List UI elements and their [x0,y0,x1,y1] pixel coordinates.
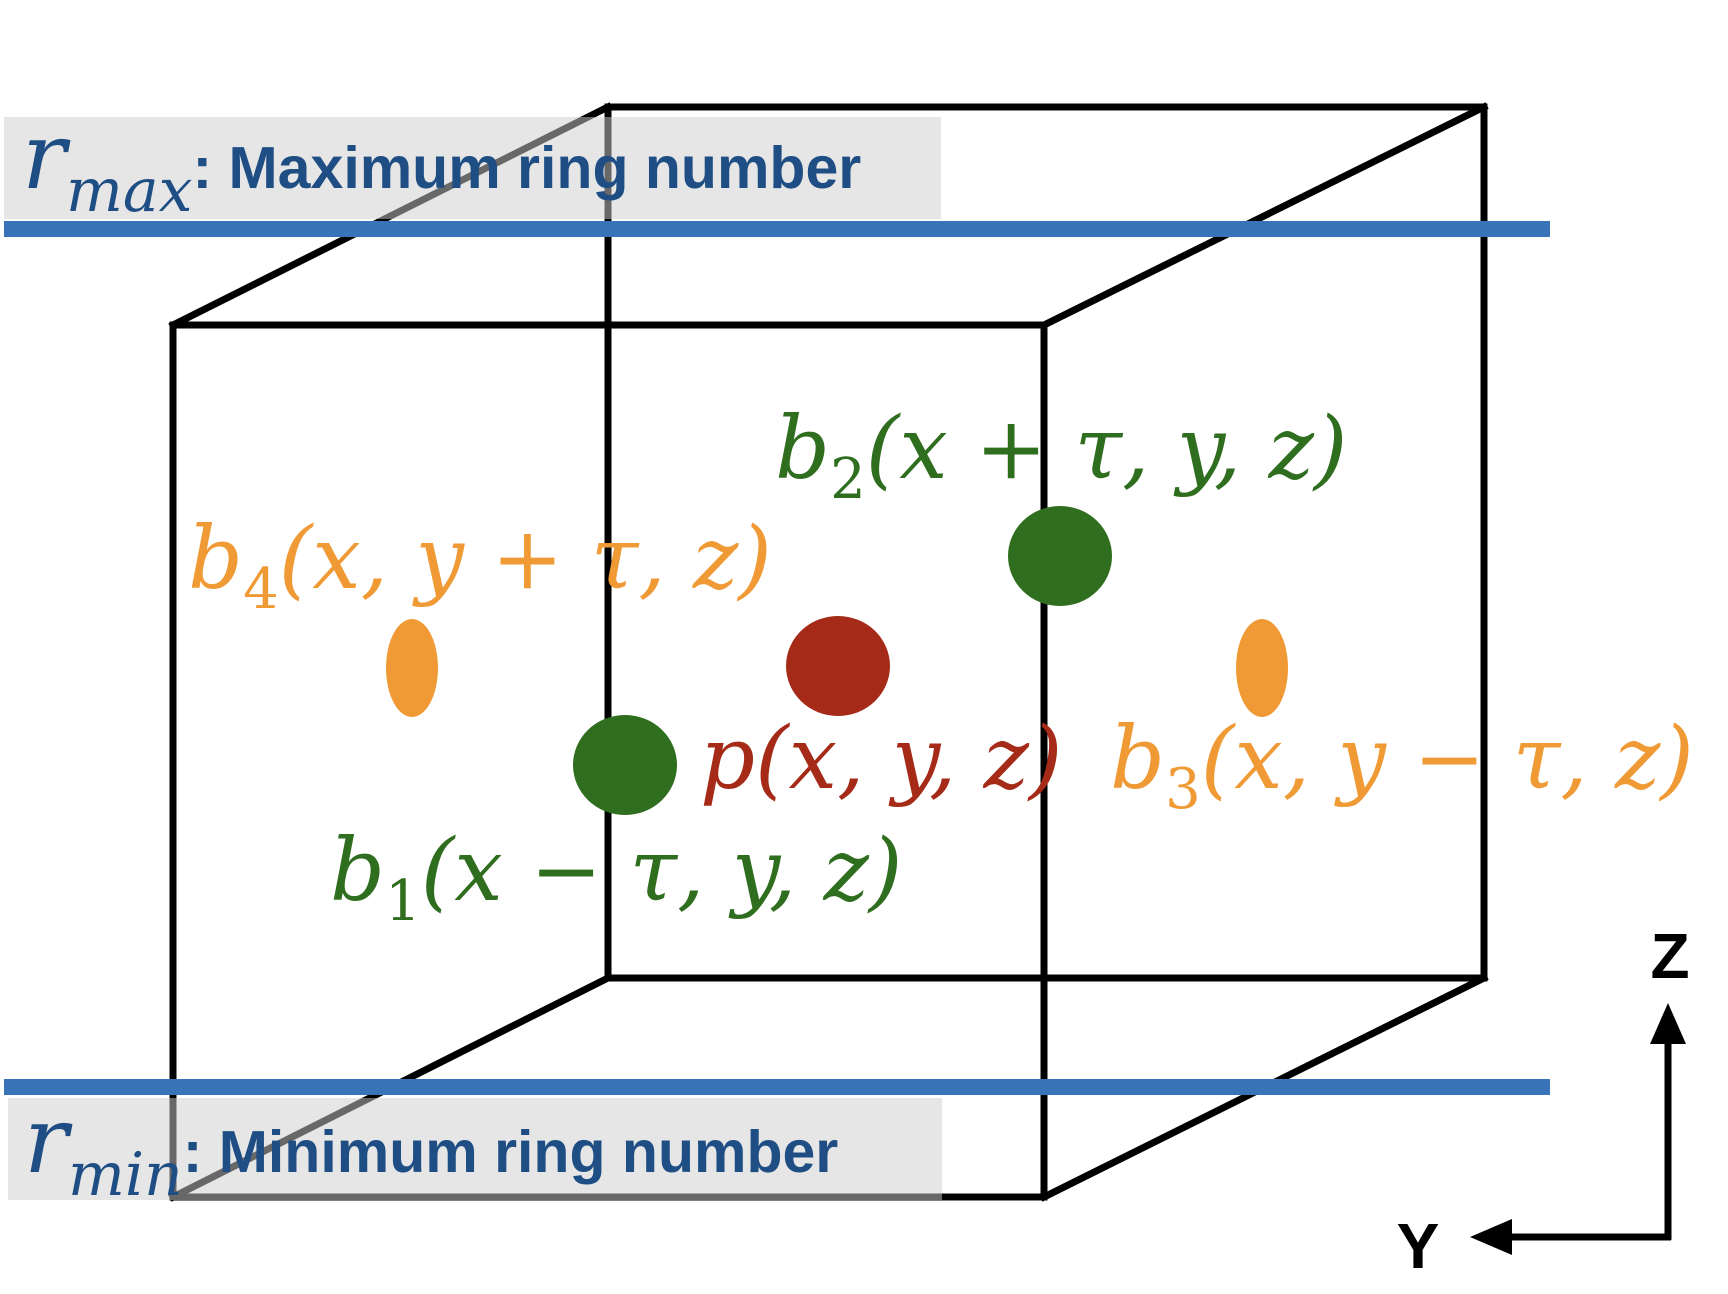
z-axis-arrow-icon [1650,1003,1686,1044]
rmax-label: rmax: Maximum ring number [22,103,861,226]
cube-edge-top-right [1039,102,1489,330]
point-b3-subscript: 3 [1165,757,1201,822]
rmax-symbol: r [22,103,71,210]
rmin-label-background [8,1098,942,1200]
point-b2-name: b [775,399,830,499]
rmax-description: : Maximum ring number [193,135,862,201]
point-b3-dot [1236,619,1288,717]
point-b3-name: b [1110,709,1165,809]
rmax-label-background [4,117,941,219]
rmin-symbol: r [24,1087,73,1194]
point-p-dot [786,616,890,716]
rmin-label-overlay [8,1098,942,1200]
point-b1-name: b [330,821,385,921]
y-axis-arrow-icon [1470,1219,1512,1255]
cube-front-face [169,321,1048,1201]
point-b2-label: b2(x + τ, y, z) [775,399,1347,512]
point-p-name: p [700,709,755,809]
point-b1-dot [573,715,677,815]
rmin-subscript: min [68,1140,183,1210]
point-b1-args: (x − τ, y, z) [421,821,903,921]
point-b4-label: b4(x, y + τ, z) [188,509,772,622]
z-axis-label: Z [1650,920,1689,992]
point-b3-label: b3(x, y − τ, z) [1110,709,1694,822]
rmax-subscript: max [66,156,193,226]
point-b2-dot [1008,506,1112,606]
axis-indicator: Z Y [1397,920,1690,1282]
rmin-description: : Minimum ring number [183,1119,839,1185]
cube-edge-top-left [168,102,613,330]
point-b1-subscript: 1 [385,869,421,934]
point-b4-dot [386,619,438,717]
point-b2-args: (x + τ, y, z) [866,399,1348,499]
point-b1-label: b1(x − τ, y, z) [330,821,902,934]
rmax-label-overlay [4,117,941,219]
point-b2-subscript: 2 [830,447,866,512]
point-p-label: p(x, y, z) [700,709,1063,809]
point-p-args: (x, y, z) [755,709,1062,809]
point-b3-args: (x, y − τ, z) [1201,709,1694,809]
y-axis-label: Y [1397,1210,1440,1282]
point-b4-name: b [188,509,243,609]
rmin-label: rmin: Minimum ring number [24,1087,838,1210]
point-b4-args: (x, y + τ, z) [279,509,772,609]
point-b4-subscript: 4 [243,557,279,622]
